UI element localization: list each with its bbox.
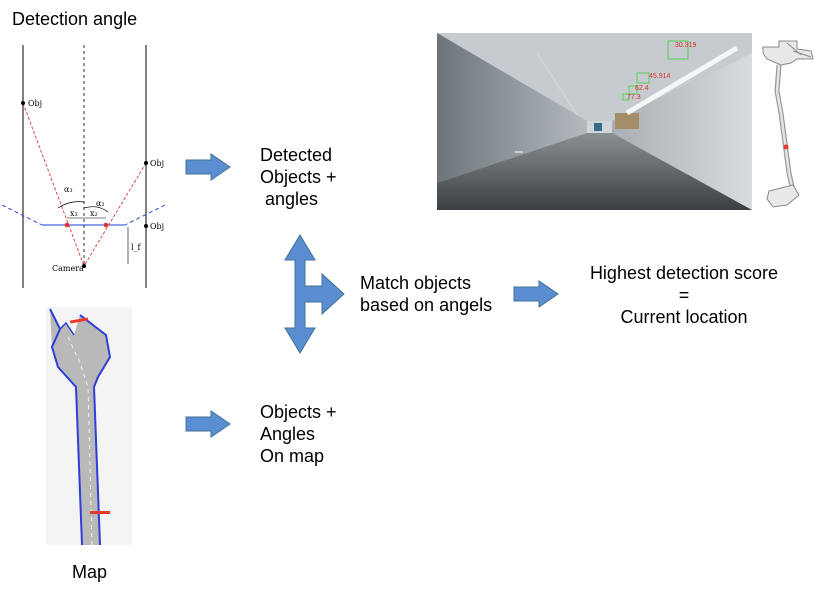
- photo-detection-label-3: 62.4: [635, 85, 649, 92]
- arrow-right-result: [513, 280, 559, 308]
- x3-label: x₃: [70, 209, 78, 218]
- fov-right: [124, 204, 166, 226]
- obj-point-2: [144, 161, 148, 165]
- sightline-obj1: [22, 102, 85, 267]
- photo-right-wall: [612, 53, 752, 210]
- arrow-right-bottom: [185, 410, 231, 438]
- photo-cart: [615, 113, 639, 129]
- x2-label: x₂: [90, 209, 98, 218]
- photo-detection-label-4: 77.3: [627, 94, 641, 101]
- angle-arc-3: [57, 201, 85, 209]
- photo-detection-box-3: [628, 85, 638, 95]
- detection-angle-diagram: Obj Obj Obj Camera α₃ α₂ x₃ x₂ l_f: [1, 45, 166, 288]
- result-label: Highest detection score = Current locati…: [589, 263, 779, 327]
- arrow-right-top: [185, 153, 231, 181]
- map-marker-top: [69, 317, 89, 324]
- obj-point-1: [21, 101, 25, 105]
- photo-floor: [437, 133, 752, 210]
- camera-point: [82, 264, 86, 268]
- photo-detection-box-4: [622, 93, 630, 101]
- angle-arc-2: [83, 206, 109, 213]
- floorplan-thumbnail: [757, 33, 819, 213]
- map-wall-right: [79, 314, 112, 546]
- fov-left: [1, 204, 43, 226]
- projection-point-right: [103, 222, 109, 228]
- obj-point-3: [144, 224, 148, 228]
- obj-label-1: Obj: [28, 99, 42, 108]
- alpha2-label: α₂: [96, 199, 105, 208]
- detected-objects-label: Detected Objects + angles: [260, 145, 337, 209]
- map-image: [46, 307, 132, 546]
- objects-on-map-label: Objects + Angles On map: [260, 402, 337, 466]
- map-title: Map: [72, 562, 108, 582]
- lf-label: l_f: [131, 243, 142, 252]
- photo-detection-label-2: 45.914: [649, 73, 671, 80]
- map-marker-bottom: [90, 511, 110, 514]
- map-wall-left: [49, 308, 83, 546]
- camera-label: Camera: [52, 264, 84, 273]
- photo-detection-label-1: 30.319: [675, 42, 697, 49]
- floorplan-location-dot: [783, 144, 789, 150]
- map-centerline: [67, 336, 93, 546]
- match-arrow: [284, 234, 345, 354]
- projection-point-left: [64, 222, 70, 228]
- photo-detection-box-2: [636, 72, 650, 84]
- sightline-obj2: [83, 162, 147, 267]
- obj-label-3: Obj: [150, 222, 164, 231]
- photo-ceiling: [437, 33, 752, 121]
- photo-detection-box-1: [667, 40, 689, 60]
- match-objects-label: Match objects based on angels: [360, 273, 493, 315]
- map-floor: [50, 309, 110, 545]
- detection-angle-title: Detection angle: [12, 9, 138, 29]
- corridor-photo: 30.319 45.914 62.4 77.3: [437, 33, 752, 210]
- obj-label-2: Obj: [150, 159, 164, 168]
- alpha3-label: α₃: [64, 185, 73, 194]
- map-wall-notch: [59, 321, 75, 336]
